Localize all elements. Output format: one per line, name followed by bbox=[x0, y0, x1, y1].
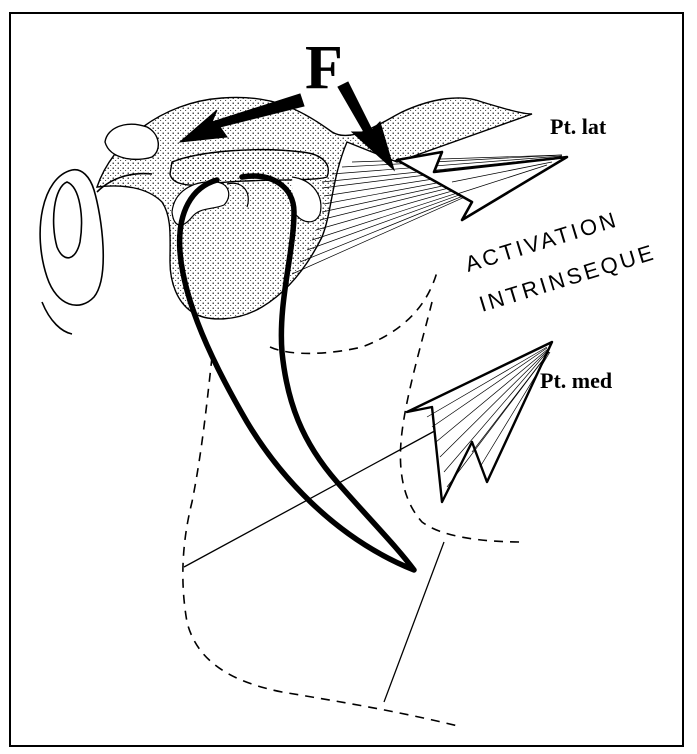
pt-med-label: Pt. med bbox=[540, 368, 612, 393]
cranial-outline bbox=[40, 170, 152, 334]
anatomical-diagram: F Pt. lat Pt. med ACTIVATION INTRINSEQUE bbox=[9, 12, 684, 747]
arrow-pt-med bbox=[407, 342, 552, 502]
force-label: F bbox=[305, 34, 343, 102]
pterygoid-region-stippled bbox=[97, 97, 532, 319]
figure-frame: F Pt. lat Pt. med ACTIVATION INTRINSEQUE bbox=[9, 12, 684, 747]
pt-lat-label: Pt. lat bbox=[550, 114, 607, 139]
